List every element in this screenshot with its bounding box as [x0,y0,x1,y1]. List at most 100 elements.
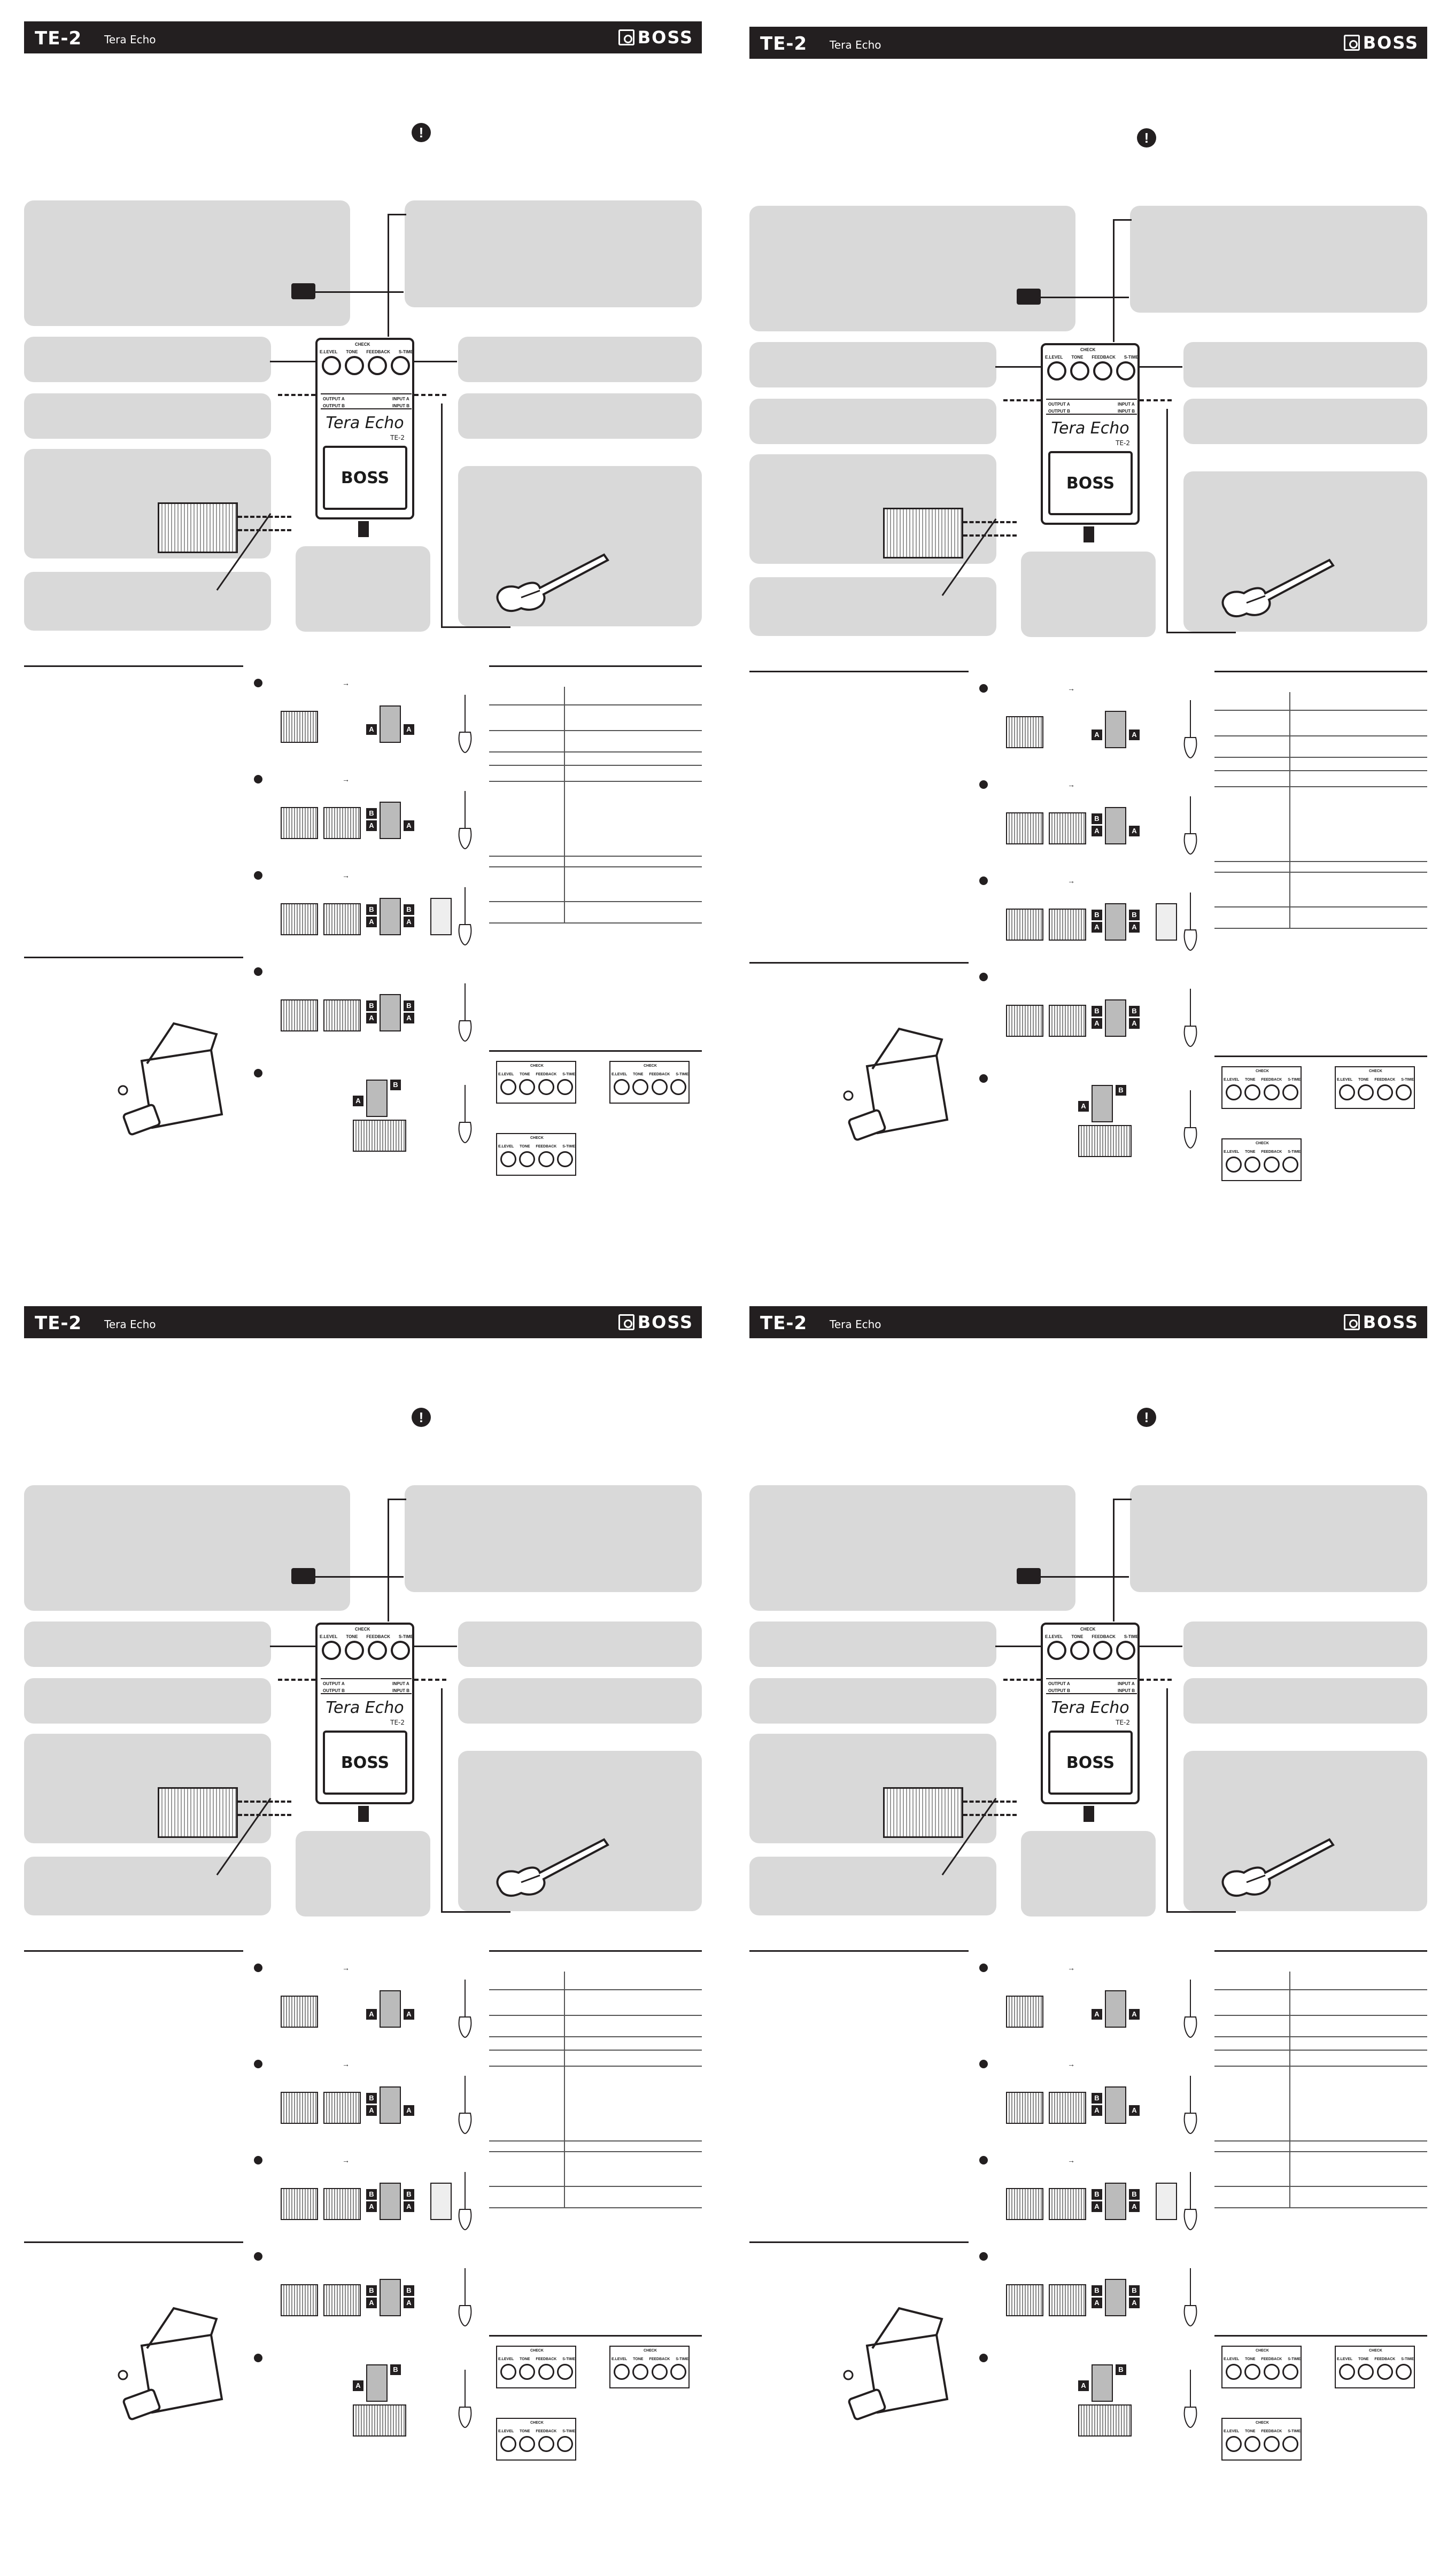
knob-icon [1282,1084,1298,1100]
check-indicator-label: CHECK [1080,347,1096,352]
table-row [489,1972,702,1990]
jack-tag-a: A [1129,730,1140,740]
arrow-icon: → [342,871,350,880]
header-bar: TE-2 Tera Echo BOSS [24,1306,702,1338]
jack-tag-b: B [1129,2285,1140,2296]
pedal-icon [1105,2183,1126,2220]
ac-adapter-plug [291,283,315,299]
amp-icon [323,2092,361,2124]
jack-tag-b: B [390,2364,401,2375]
callout-box-output [749,1678,996,1724]
jack-tag-a: A [366,820,377,831]
knob-label: FEEDBACK [649,1073,670,1076]
pedal-illustration: CHECK E.LEVEL TONE FEEDBACK S-TIME OUTPU… [1041,343,1140,525]
bullet-icon [254,2354,262,2362]
pedal-footswitch: BOSS [323,1731,407,1795]
model-name: TE-2 [760,33,808,55]
callout-box-input [1183,399,1427,444]
pedal-icon [1105,711,1126,748]
pedal-title: Tera Echo [326,1698,404,1717]
jack-tag-b: B [1092,910,1102,920]
table-row [1214,907,1427,929]
leader-line [388,1499,406,1500]
knob-icon [614,1079,630,1095]
jack-tag-a: A [1092,1018,1102,1029]
table-row [1214,2142,1427,2152]
brand-logo: BOSS [618,1312,693,1332]
input-a-label: INPUT A [392,397,409,401]
jack-panel: OUTPUT A OUTPUT B INPUT A INPUT B [1046,1678,1137,1694]
callout-box-feedback-stime [458,337,702,382]
table-row [489,902,702,924]
knob-icon [1263,2436,1280,2452]
knob-icon [500,1151,516,1167]
guitar-icon [458,887,472,946]
product-name: Tera Echo [104,33,156,46]
amp-icon [281,1996,318,2028]
amp-cable-dashed [963,521,1017,523]
connection-diagram-2: → B A A [254,2060,478,2151]
brand-wordmark: BOSS [1363,1312,1419,1332]
callout-box-check-indicator [405,1485,702,1592]
callout-box-pedal-switch [749,1857,996,1915]
manual-page-4: TE-2 Tera Echo BOSS ! CHECK E.LEVEL TONE… [749,1306,1452,2546]
amp-icon [323,807,361,839]
knob-icon [519,2364,536,2380]
connection-diagram-5: A B [979,2354,1204,2445]
check-indicator-label: CHECK [1080,1627,1096,1632]
jack-tag-a: A [1092,2009,1102,2020]
input-cable-dashed [414,394,446,396]
amp-icon [1049,2092,1086,2124]
battery-replacement-illustration [118,1022,223,1136]
leader-line [270,361,315,362]
amp-icon [323,903,361,935]
jack-tag-a: A [404,917,414,927]
table-row [1214,2187,1427,2208]
knob-icon [1263,1084,1280,1100]
guitar-icon [1183,1980,1197,2038]
pedal-icon [366,1080,388,1117]
knob-label: E.LEVEL [1224,1150,1240,1154]
pedal-model: TE-2 [1116,439,1130,447]
pedal-icon [1092,2364,1113,2402]
arrow-icon: → [1067,684,1075,693]
arrow-icon: → [1067,1964,1075,1972]
jack-tag-b: B [404,2189,414,2200]
bullet-icon [979,2156,988,2164]
callout-box-input [458,1678,702,1724]
arrow-icon: → [342,2156,350,2164]
knob-row [500,2364,573,2380]
table-row [1214,2051,1427,2067]
guitar-icon [458,695,472,754]
pedal-icon [380,2183,401,2220]
feedback-knob [1093,1641,1112,1660]
amp-icon [281,807,318,839]
jack-tag-a: A [1129,2009,1140,2020]
jack-panel: OUTPUT A OUTPUT B INPUT A INPUT B [321,1678,412,1694]
jack-tag-b: B [366,2189,377,2200]
amp-icon [323,2284,361,2316]
amp-cable-dashed [238,1801,291,1803]
knob-icon [500,2436,516,2452]
pedal-illustration: CHECK E.LEVEL TONE FEEDBACK S-TIME OUTPU… [315,1623,414,1804]
jack-tag-b: B [1092,1006,1102,1017]
arrow-icon: → [1067,2156,1075,2164]
pedal-footswitch: BOSS [1048,1731,1133,1795]
knob-icon [1395,1084,1412,1100]
battery-replacement-illustration [118,2307,223,2420]
pedal-icon [1105,1990,1126,2028]
battery-replacement-illustration [843,2307,949,2420]
knob-label: TONE [1245,1150,1256,1154]
pedal-icon [380,994,401,1031]
callout-box-elevel [749,342,996,387]
knob-icon [1282,2364,1298,2380]
knob-icon [651,2364,668,2380]
leader-line [1140,1646,1182,1647]
callout-box-footswitch [296,546,430,632]
pedal-title: Tera Echo [1051,1698,1129,1717]
knob-label: S-TIME [1401,2357,1414,2361]
